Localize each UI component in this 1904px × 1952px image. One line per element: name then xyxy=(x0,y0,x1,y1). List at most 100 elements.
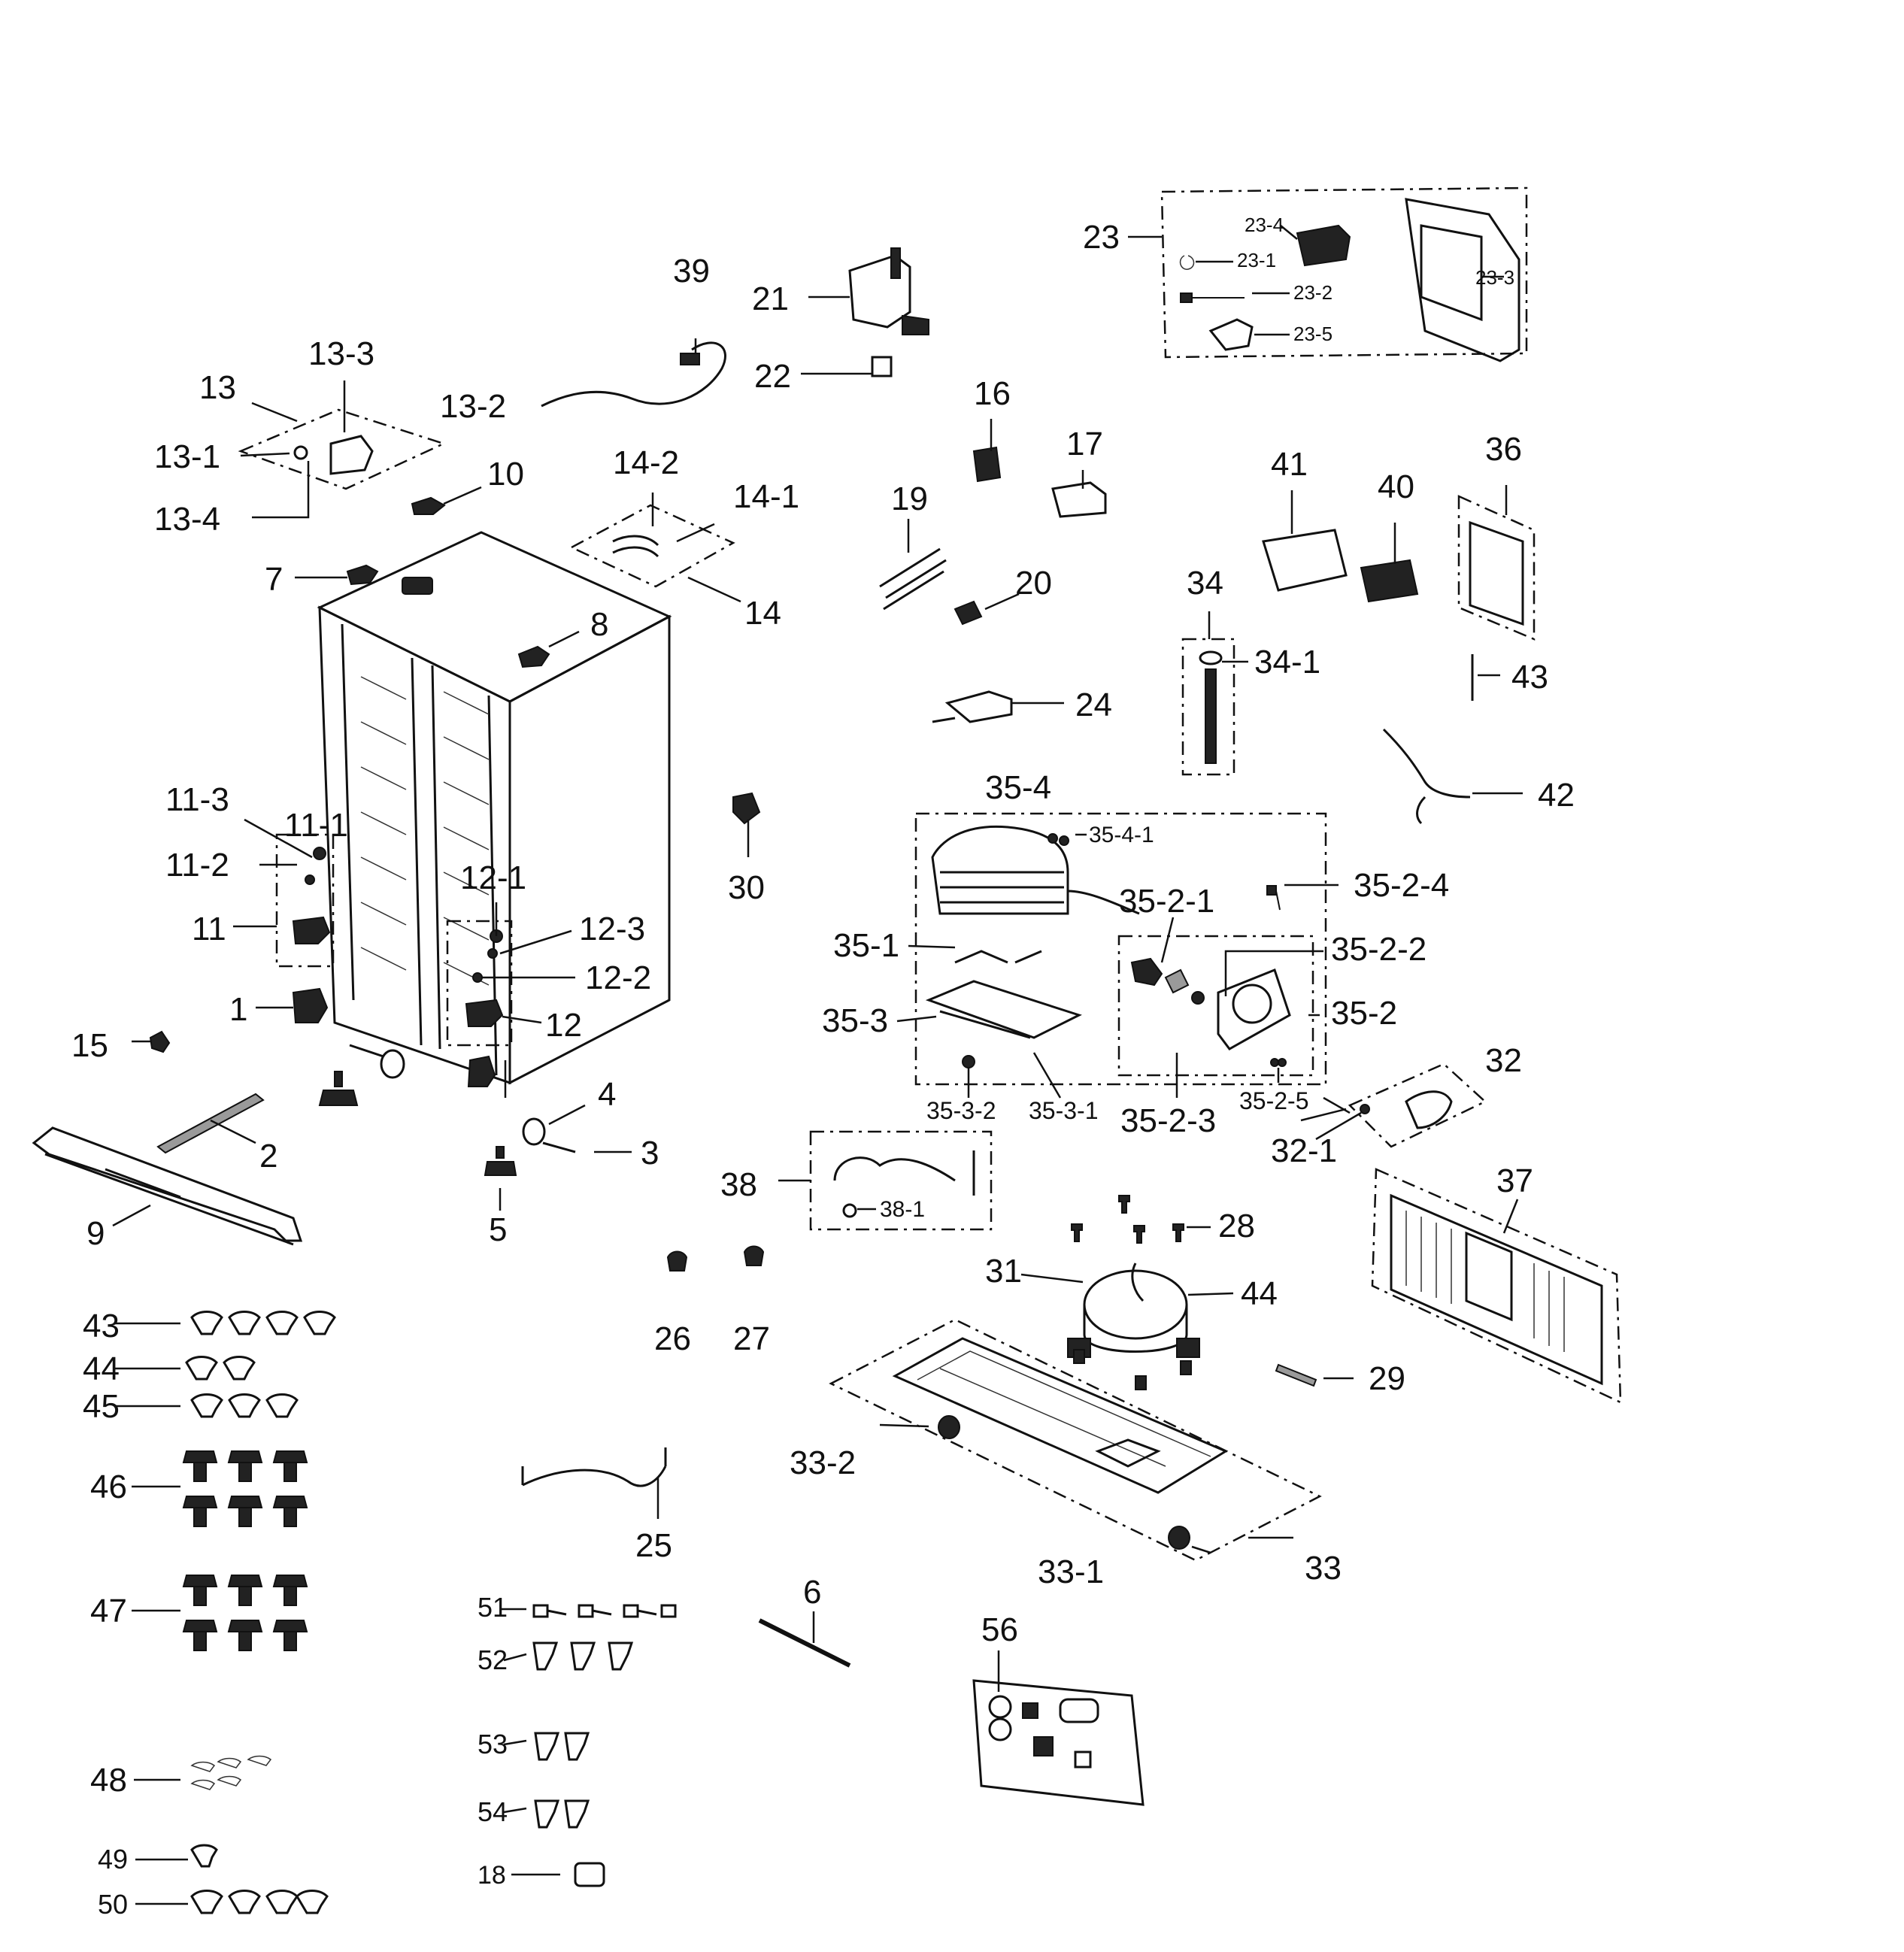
label-51: 51 xyxy=(478,1592,508,1623)
part-27-grommet xyxy=(743,1245,765,1266)
label-44-compressor: 44 xyxy=(1241,1275,1278,1312)
label-44-screws: 44 xyxy=(83,1350,120,1387)
label-20: 20 xyxy=(1015,565,1052,602)
label-40: 40 xyxy=(1378,468,1414,505)
label-54: 54 xyxy=(478,1796,508,1827)
label-35-4-1: 35-4-1 xyxy=(1089,823,1154,847)
label-49: 49 xyxy=(98,1844,128,1875)
part-10-bracket xyxy=(411,496,446,515)
part-40-board xyxy=(1360,559,1419,603)
part-4-foot-cap xyxy=(467,1055,496,1087)
part-22-fitting xyxy=(871,356,893,377)
label-17: 17 xyxy=(1066,426,1103,462)
label-35-4: 35-4 xyxy=(985,769,1051,806)
part-36-panel xyxy=(1457,495,1536,641)
part-9-base-grille xyxy=(32,1126,303,1246)
part-8-hinge xyxy=(517,645,550,668)
label-35-2-4: 35-2-4 xyxy=(1354,867,1449,904)
part-11-group xyxy=(233,818,335,968)
label-11-1: 11-1 xyxy=(284,807,348,844)
label-23: 23 xyxy=(1083,219,1120,256)
label-30: 30 xyxy=(728,869,765,906)
label-35-3-2: 35-3-2 xyxy=(926,1097,996,1124)
label-27: 27 xyxy=(733,1320,770,1357)
label-32-1: 32-1 xyxy=(1271,1132,1337,1169)
part-20-fitting xyxy=(954,600,983,626)
label-33: 33 xyxy=(1305,1550,1342,1587)
label-14-1: 14-1 xyxy=(733,478,799,515)
screw-set-46-47 xyxy=(132,1450,308,1651)
part-7-hinge xyxy=(346,564,379,586)
label-12-2: 12-2 xyxy=(585,959,651,996)
part-13-hinge-group xyxy=(238,380,447,519)
part-14-group xyxy=(569,493,741,603)
label-34: 34 xyxy=(1187,565,1223,602)
part-5-leveling-foot xyxy=(484,1146,517,1176)
label-4: 4 xyxy=(598,1076,616,1113)
label-21: 21 xyxy=(752,280,789,317)
part-42-wire xyxy=(1382,728,1471,825)
part-34-drain-group xyxy=(1181,611,1248,776)
label-36: 36 xyxy=(1485,431,1522,468)
part-1-caster-bracket xyxy=(292,987,329,1023)
label-33-1: 33-1 xyxy=(1038,1553,1104,1590)
label-12-1: 12-1 xyxy=(460,859,526,896)
label-18: 18 xyxy=(478,1861,506,1890)
label-16: 16 xyxy=(974,375,1011,412)
label-56: 56 xyxy=(981,1611,1018,1648)
label-50: 50 xyxy=(98,1889,128,1920)
label-14-2: 14-2 xyxy=(613,444,679,481)
part-23-dispenser-group xyxy=(1128,186,1528,362)
label-13-3: 13-3 xyxy=(308,335,374,372)
label-19: 19 xyxy=(891,480,928,517)
part-38-group xyxy=(778,1130,993,1231)
label-32: 32 xyxy=(1485,1042,1522,1079)
part-33-base-plate xyxy=(829,1318,1322,1562)
label-35-2-3: 35-2-3 xyxy=(1120,1102,1216,1139)
part-32-fan-cover xyxy=(1300,1062,1487,1148)
label-37: 37 xyxy=(1496,1162,1533,1199)
label-15: 15 xyxy=(71,1027,108,1064)
part-28-screws xyxy=(1071,1195,1211,1244)
cabinet-shelf-lines xyxy=(360,676,490,986)
label-13-1: 13-1 xyxy=(154,438,220,475)
label-25: 25 xyxy=(635,1527,672,1564)
label-53: 53 xyxy=(478,1729,508,1760)
label-6: 6 xyxy=(803,1574,821,1611)
label-23-3: 23-3 xyxy=(1475,266,1514,289)
label-42: 42 xyxy=(1538,777,1575,814)
part-31-compressor xyxy=(1020,1262,1234,1390)
part-39-connector xyxy=(680,353,700,365)
part-35-evaporator-assembly xyxy=(896,812,1339,1099)
part-2-spacer xyxy=(380,1049,405,1079)
part-leveling-foot-left xyxy=(318,1071,359,1106)
label-43-rod: 43 xyxy=(1511,659,1548,696)
screw-set-43-44-45 xyxy=(114,1311,336,1418)
label-35-3: 35-3 xyxy=(822,1002,888,1039)
part-30-clip xyxy=(732,792,761,825)
label-28: 28 xyxy=(1218,1208,1255,1244)
label-13: 13 xyxy=(199,369,236,406)
label-23-4: 23-4 xyxy=(1245,214,1284,236)
label-22: 22 xyxy=(754,358,791,395)
label-35-1: 35-1 xyxy=(833,927,899,964)
label-2: 2 xyxy=(259,1138,277,1175)
label-11-3: 11-3 xyxy=(165,781,229,818)
part-13-2-wire-harness xyxy=(541,341,726,408)
refrigerator-cabinet xyxy=(317,531,672,1085)
part-29-spring xyxy=(1275,1363,1317,1387)
label-38: 38 xyxy=(720,1166,757,1203)
label-10: 10 xyxy=(487,456,524,493)
part-21-water-valve xyxy=(808,247,929,335)
label-43-screws: 43 xyxy=(83,1308,120,1344)
label-39: 39 xyxy=(673,253,710,289)
screw-set-51-54 xyxy=(500,1604,677,1887)
label-5: 5 xyxy=(489,1211,507,1248)
part-15-clip xyxy=(149,1030,171,1053)
label-35-2-1: 35-2-1 xyxy=(1119,883,1214,920)
part-56-pcb xyxy=(972,1650,1145,1806)
callout-labels: 1 2 3 4 5 6 7 8 9 10 11 11-1 11-2 11-3 1… xyxy=(71,214,1575,1920)
label-7: 7 xyxy=(265,561,283,598)
label-23-1: 23-1 xyxy=(1237,249,1276,271)
